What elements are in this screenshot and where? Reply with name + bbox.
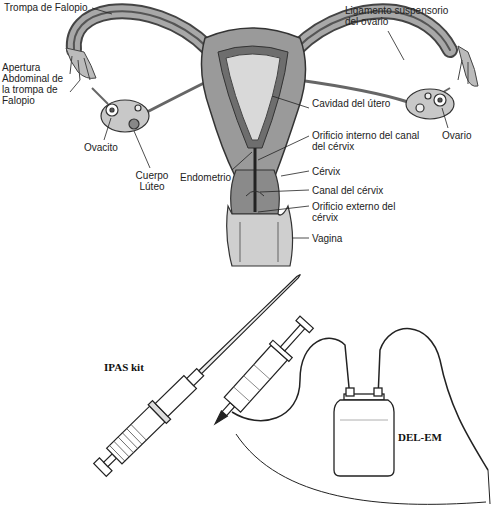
part-label: Cavidad del útero xyxy=(312,98,392,109)
part-label: Orificio interno del canal del cérvix xyxy=(312,130,424,152)
part-label: Endometrio xyxy=(180,172,240,183)
vagina xyxy=(227,206,293,266)
part-label: Orificio externo del cérvix xyxy=(312,201,412,223)
ipas-syringe xyxy=(91,265,310,479)
part-label: Ligamento suspensorio del ovario xyxy=(345,5,455,27)
leader-lines xyxy=(70,8,448,238)
tubing xyxy=(232,329,490,505)
collection-jar xyxy=(334,388,394,476)
part-label: Apertura Abdominal de la trompa de Falop… xyxy=(2,62,68,106)
kit-label: IPAS kit xyxy=(104,362,164,373)
part-label: Ovario xyxy=(442,130,492,141)
part-label: Trompa de Falopio xyxy=(4,2,104,13)
kit-label: DEL-EM xyxy=(398,432,458,443)
part-label: Vagina xyxy=(312,233,372,244)
cervix xyxy=(231,148,280,214)
part-label: Cuerpo Lúteo xyxy=(132,170,172,192)
part-label: Canal del cérvix xyxy=(312,185,412,196)
part-label: Ovacito xyxy=(84,142,134,153)
part-label: Cérvix xyxy=(312,166,372,177)
